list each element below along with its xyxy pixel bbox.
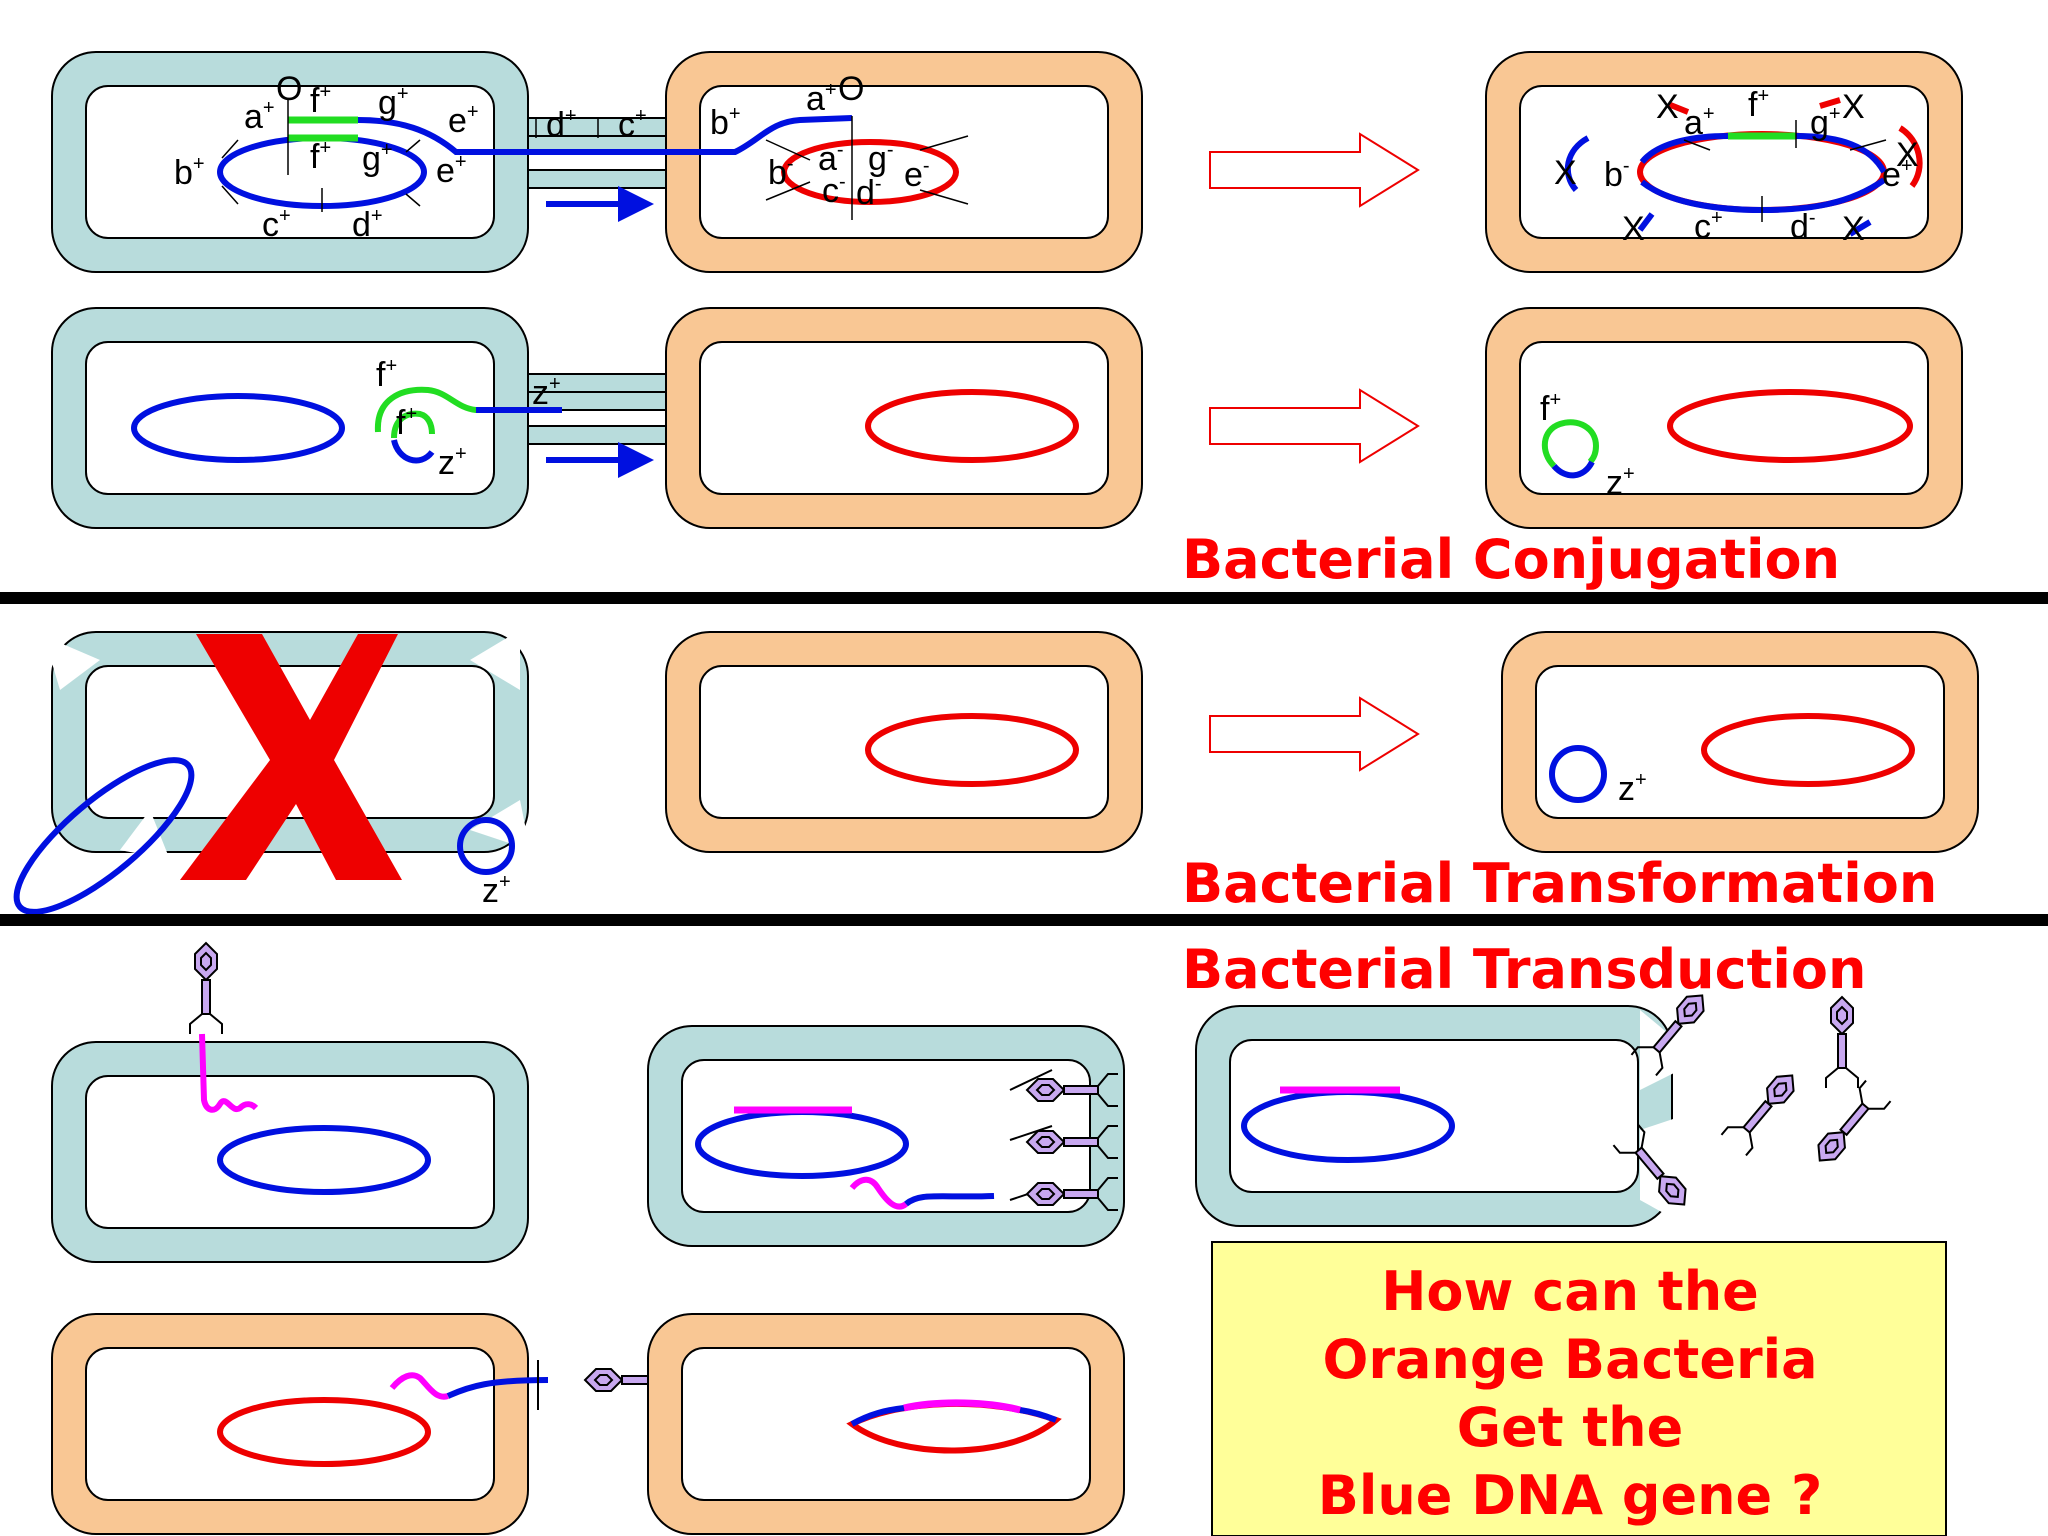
svg-text:a-: a- (818, 139, 844, 178)
svg-text:c+: c+ (262, 205, 291, 244)
svg-text:g+: g+ (362, 139, 393, 178)
svg-text:b+: b+ (710, 103, 741, 142)
svg-text:c+: c+ (1694, 207, 1723, 246)
question-line-3: Get the (1457, 1396, 1683, 1459)
svg-text:z+: z+ (482, 871, 511, 910)
divider-1 (0, 592, 2048, 604)
svg-text:a+: a+ (244, 97, 275, 136)
recipient-cell (665, 51, 1143, 273)
svg-text:z+: z+ (532, 373, 561, 412)
svg-text:z+: z+ (1618, 769, 1647, 808)
svg-text:a+: a+ (806, 79, 837, 118)
svg-text:f+: f+ (1540, 389, 1561, 428)
svg-text:b+: b+ (174, 153, 205, 192)
svg-text:f+: f+ (1748, 85, 1769, 124)
cut-x-icon: X (1842, 88, 1865, 126)
svg-text:d+: d+ (352, 205, 383, 244)
divider-2 (0, 914, 2048, 926)
svg-text:f+: f+ (310, 81, 331, 120)
title-transduction: Bacterial Transduction (1182, 938, 1866, 1001)
svg-text:d-: d- (856, 173, 882, 212)
question-line-1: How can the (1381, 1260, 1759, 1323)
svg-text:e+: e+ (1882, 155, 1913, 194)
question-line-4: Blue DNA gene ? (1318, 1464, 1823, 1527)
cut-x-icon: X (1842, 210, 1865, 248)
svg-text:d-: d- (1790, 207, 1816, 246)
svg-text:b-: b- (768, 153, 794, 192)
donor-transfer-strand (357, 115, 853, 155)
svg-text:f+: f+ (396, 403, 417, 442)
svg-text:g+: g+ (378, 83, 409, 122)
released-plasmid (457, 817, 515, 875)
cut-x-icon: X (1554, 154, 1577, 192)
transduction-section (51, 942, 1892, 1535)
origin-label: O (276, 70, 302, 108)
cut-x-icon: X (1896, 136, 1919, 174)
cut-x-icon: X (1656, 88, 1679, 126)
hollow-arrow-icon (1209, 696, 1420, 772)
phage-icon (1806, 1079, 1892, 1172)
recipient-chromosome (781, 139, 959, 205)
phage-icon (189, 942, 223, 1035)
svg-text:d+: d+ (546, 105, 577, 144)
svg-text:z+: z+ (438, 443, 467, 482)
question-line-2: Orange Bacteria (1322, 1328, 1817, 1391)
svg-text:f+: f+ (310, 137, 331, 176)
hollow-arrow-icon (1209, 388, 1420, 464)
svg-text:c-: c- (822, 171, 846, 210)
released-chromosome (13, 757, 195, 915)
phage-icon (1825, 996, 1859, 1089)
phage-icon (1009, 1069, 1119, 1211)
svg-text:z+: z+ (1606, 463, 1635, 502)
title-conjugation: Bacterial Conjugation (1182, 528, 1840, 591)
conjugation-row-1: O a+ f+ g+ e+ f+ g+ e+ b+ c+ d+ d+ c+ b+… (51, 51, 1963, 273)
gene-ticks (221, 100, 969, 220)
transformation-row: z+ z+ (13, 630, 1979, 915)
svg-text:e+: e+ (436, 151, 467, 190)
hollow-arrow-icon (1209, 132, 1420, 208)
title-transformation: Bacterial Transformation (1182, 852, 1937, 915)
svg-text:f+: f+ (376, 355, 397, 394)
big-x-icon (180, 634, 402, 880)
question-box: How can the Orange Bacteria Get the Blue… (1211, 1241, 1947, 1536)
svg-text:e-: e- (904, 155, 930, 194)
phage-icon (1720, 1064, 1806, 1157)
result-cell-1: X X X X X X a+ f+ g+ b- e+ c+ d- (1485, 51, 1963, 273)
svg-text:b-: b- (1604, 155, 1630, 194)
svg-text:g+: g+ (1810, 103, 1841, 142)
gene-labels-row-1: O a+ f+ g+ e+ f+ g+ e+ b+ c+ d+ d+ c+ b+… (174, 70, 930, 244)
svg-text:e+: e+ (448, 101, 479, 140)
cut-x-icon: X (1622, 210, 1645, 248)
origin-label-recipient: O (838, 70, 864, 108)
conjugation-row-2: f+ f+ z+ z+ f+ z+ (51, 307, 1963, 529)
svg-text:g-: g- (868, 139, 894, 178)
svg-text:c+: c+ (618, 105, 647, 144)
svg-text:a+: a+ (1684, 103, 1715, 142)
